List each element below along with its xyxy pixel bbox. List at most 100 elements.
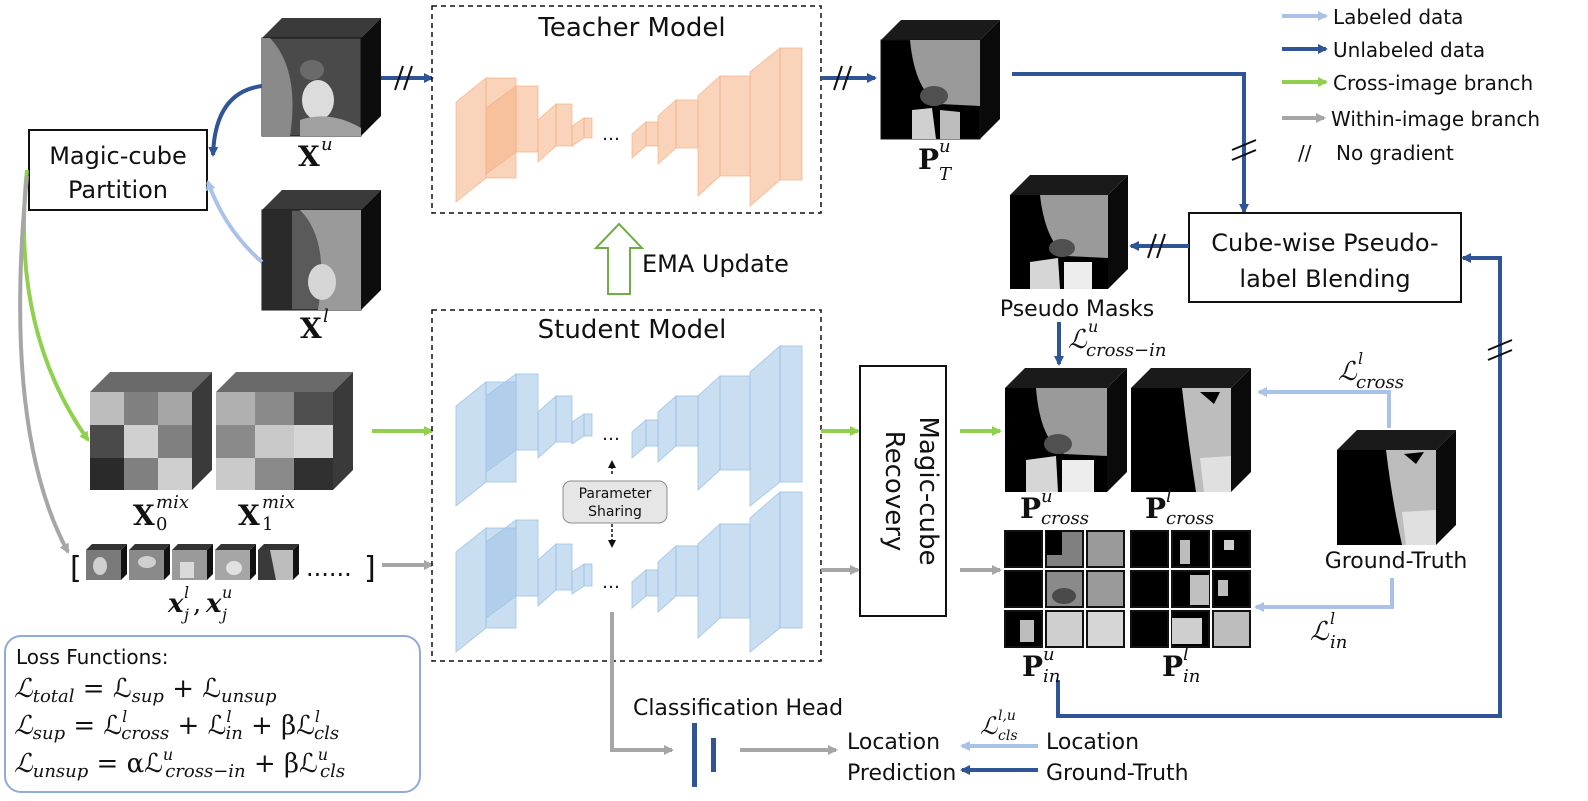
cls-head-label: Classification Head	[633, 696, 843, 721]
label-x0mix-sup: mix	[156, 492, 189, 513]
loss-cls-sup: l,u	[998, 708, 1016, 724]
arrow-xl-to-partition	[205, 180, 264, 264]
loss-cross-in-u: ℒ	[1068, 325, 1088, 355]
label-xl: X	[300, 312, 322, 345]
partition-box: Magic-cube Partition	[28, 129, 208, 211]
teacher-ellipsis: …	[602, 124, 620, 145]
blending-box: Cube-wise Pseudo- label Blending	[1188, 212, 1462, 303]
arrow-gt-to-pcl	[1257, 387, 1391, 428]
cube-pcross-u	[1005, 368, 1127, 492]
label-x0mix-sub: 0	[156, 514, 167, 535]
partition-line1: Magic-cube	[49, 142, 187, 170]
loss-in-l-sup: l	[1330, 609, 1335, 628]
label-xj-u-sub: j	[219, 605, 227, 624]
legend-cross-branch: Cross-image branch	[1333, 71, 1533, 95]
loc-pred-line1: Location	[847, 730, 940, 755]
label-piu: P	[1022, 650, 1043, 683]
legend: Labeled data Unlabeled data Cross-image …	[1282, 5, 1540, 165]
blending-line2: label Blending	[1239, 265, 1410, 293]
recovery-box: Magic-cube Recovery	[859, 365, 947, 617]
arrow-gt-to-pil	[1254, 578, 1394, 612]
label-pt-sup: u	[939, 136, 951, 157]
label-pt: P	[918, 143, 939, 176]
arrow-pt-to-blending	[1012, 72, 1249, 214]
label-xl-sup: l	[323, 306, 329, 327]
student-model-box: Student Model …	[431, 309, 822, 662]
label-xj-u: x	[205, 589, 222, 619]
label-x1mix-sub: 1	[262, 514, 273, 535]
label-pt-sub: T	[939, 164, 953, 185]
student-title: Student Model	[538, 315, 727, 345]
loss-panel: Loss Functions: ℒtotal = ℒsup + ℒunsup ℒ…	[4, 635, 421, 793]
recovery-line2: Recovery	[879, 431, 909, 552]
param-sharing-line1: Parameter	[579, 486, 652, 502]
partition-line2: Partition	[68, 176, 168, 204]
cube-pcross-l	[1131, 368, 1251, 492]
arrow-return-loop	[1056, 253, 1502, 718]
label-pcu: P	[1020, 492, 1041, 525]
label-xu: X	[298, 140, 320, 173]
loss-in-l: ℒ	[1310, 617, 1330, 647]
student-encoder-top	[455, 344, 803, 508]
label-x0mix: X	[133, 499, 155, 532]
loc-gt-line1: Location	[1046, 730, 1139, 755]
cube-x1mix	[216, 372, 353, 490]
label-xj-sub: j	[181, 605, 189, 624]
cube-xl	[261, 190, 381, 311]
label-pil-sub: in	[1183, 666, 1200, 687]
label-piu-sub: in	[1043, 666, 1060, 687]
label-x1mix: X	[238, 499, 260, 532]
label-pcu-sub: cross	[1041, 508, 1089, 529]
cls-head-bar-2	[711, 738, 716, 772]
label-x1mix-sup: mix	[262, 492, 295, 513]
grid-pin-l	[1130, 530, 1251, 648]
patches-dots: ......	[306, 554, 352, 582]
loss-cross-in-u-sup: u	[1088, 317, 1098, 336]
loss-in-l-sub: in	[1330, 632, 1347, 653]
patches-bracket-open: [	[70, 551, 82, 586]
label-pcl: P	[1145, 492, 1166, 525]
loss-cross-in-u-sub: cross−in	[1086, 340, 1166, 361]
label-piu-sup: u	[1043, 644, 1055, 665]
loss-line1: ℒtotal = ℒsup + ℒunsup	[14, 674, 277, 707]
label-xj-l-sup: l	[184, 583, 189, 602]
student-encoder-bottom	[455, 490, 803, 654]
legend-unlabeled: Unlabeled data	[1333, 38, 1485, 62]
loc-gt-line2: Ground-Truth	[1046, 761, 1189, 786]
cls-head-bar-1	[692, 723, 697, 787]
label-xu-sup: u	[321, 134, 333, 155]
pseudo-masks-label: Pseudo Masks	[1000, 297, 1154, 322]
loss-cross-l-sup: l	[1358, 349, 1363, 368]
recovery-line1: Magic-cube	[913, 416, 943, 565]
label-xj-comma: ,	[193, 589, 201, 619]
student-ellipsis-top: …	[602, 424, 620, 445]
patch-row	[86, 544, 299, 580]
cube-ground-truth	[1337, 430, 1456, 545]
label-pcu-sup: u	[1041, 486, 1053, 507]
loss-panel-title: Loss Functions:	[16, 645, 168, 669]
label-pil-sup: l	[1183, 644, 1189, 665]
ema-label: EMA Update	[642, 250, 789, 278]
cube-pseudo-masks	[1010, 175, 1128, 289]
label-pcl-sub: cross	[1166, 508, 1214, 529]
loss-cls: ℒ	[980, 712, 998, 740]
grid-pin-u	[1004, 530, 1125, 648]
arrow-student-to-cls-head	[610, 612, 674, 755]
param-sharing-line2: Sharing	[588, 504, 642, 520]
student-ellipsis-bottom: …	[602, 572, 620, 593]
legend-labeled: Labeled data	[1333, 5, 1463, 29]
loss-cls-sub: cls	[998, 728, 1018, 744]
label-xj-l: x	[167, 589, 184, 619]
arrow-partition-to-patches	[18, 175, 70, 554]
legend-no-gradient: No gradient	[1336, 141, 1454, 165]
teacher-title: Teacher Model	[537, 13, 725, 43]
arrow-xu-to-partition	[208, 84, 263, 157]
legend-no-grad-symbol: //	[1298, 141, 1312, 165]
label-pil: P	[1162, 650, 1183, 683]
blending-line1: Cube-wise Pseudo-	[1211, 229, 1438, 257]
label-xj-u-sup: u	[222, 583, 232, 602]
cube-xu	[261, 18, 381, 137]
